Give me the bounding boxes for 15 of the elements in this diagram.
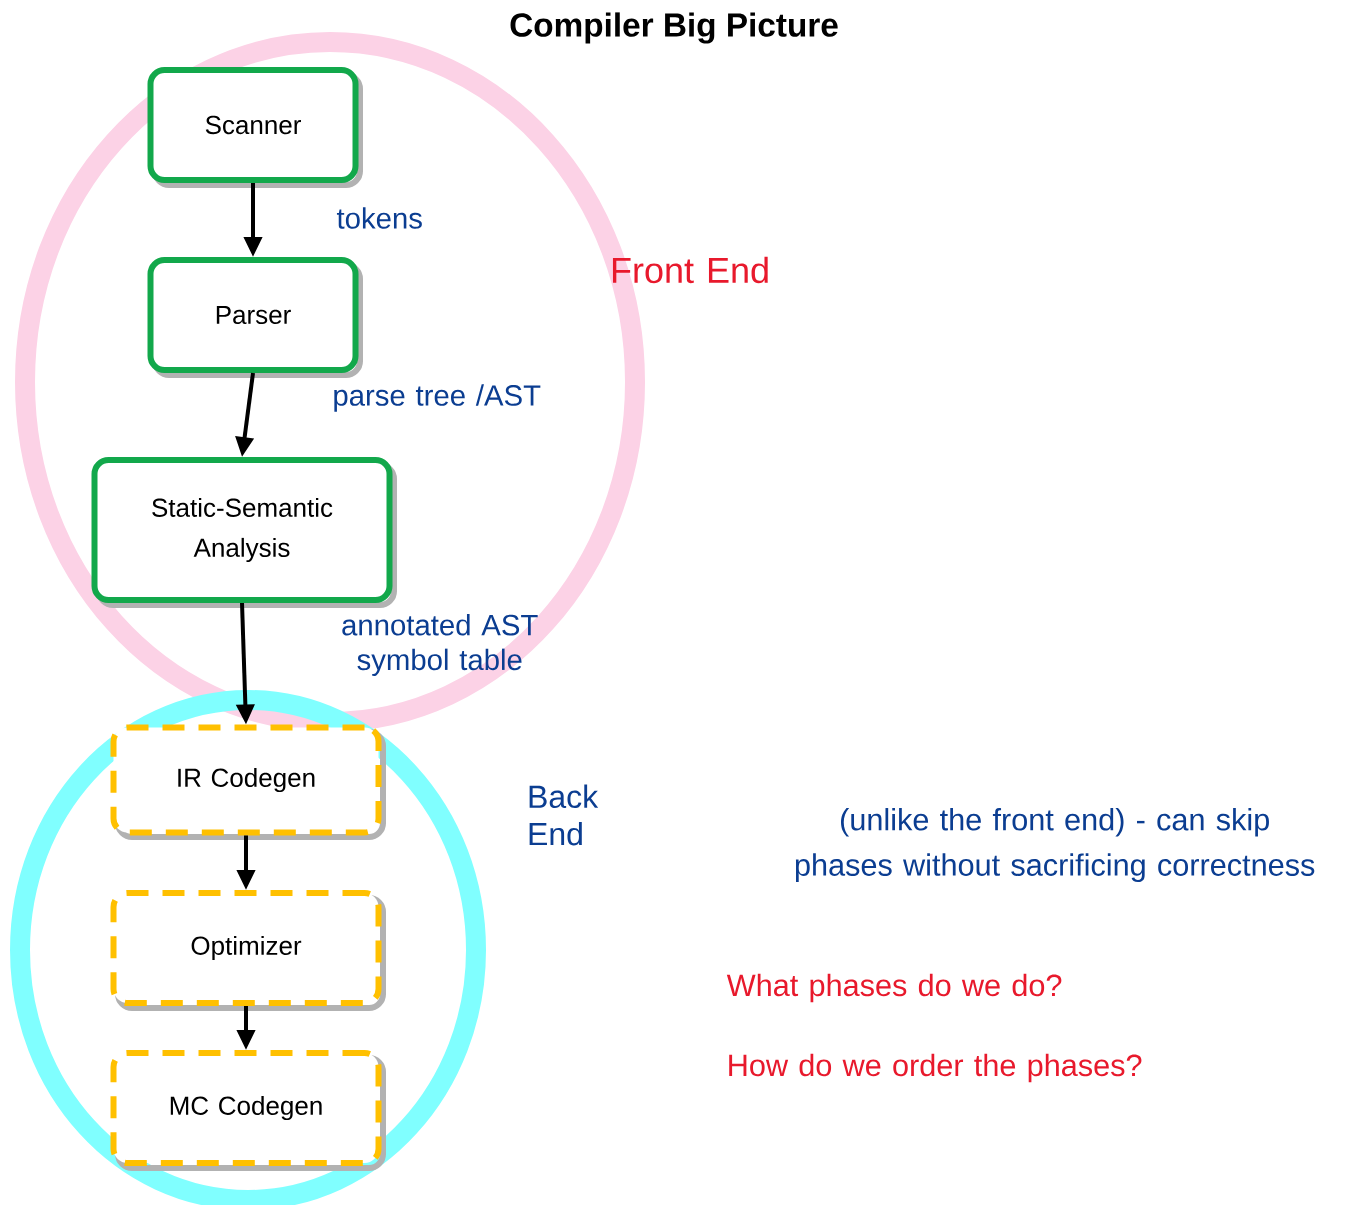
process-box: Optimizer	[110, 890, 386, 1011]
process-box: Scanner	[147, 67, 363, 188]
handwritten-note: What phases do we do?	[726, 973, 1062, 1003]
process-box: Parser	[147, 257, 363, 378]
edge-label: tokens	[336, 207, 422, 229]
edge-label: annotated AST symbol table	[342, 614, 538, 676]
node-label: Front End	[612, 256, 768, 284]
node-label: Back End	[529, 784, 599, 846]
title: Compiler Big Picture	[510, 12, 838, 44]
handwritten-note: How do we order the phases?	[729, 1053, 1142, 1083]
edge-label: parse tree /AST	[334, 384, 541, 412]
process-box: MC Codegen	[110, 1050, 386, 1171]
process-box: IR Codegen	[110, 724, 386, 840]
process-box: Static-Semantic Analysis	[91, 457, 397, 608]
handwritten-note: (unlike the front end) - can skip phases without sacrificing correctness	[795, 808, 1315, 882]
